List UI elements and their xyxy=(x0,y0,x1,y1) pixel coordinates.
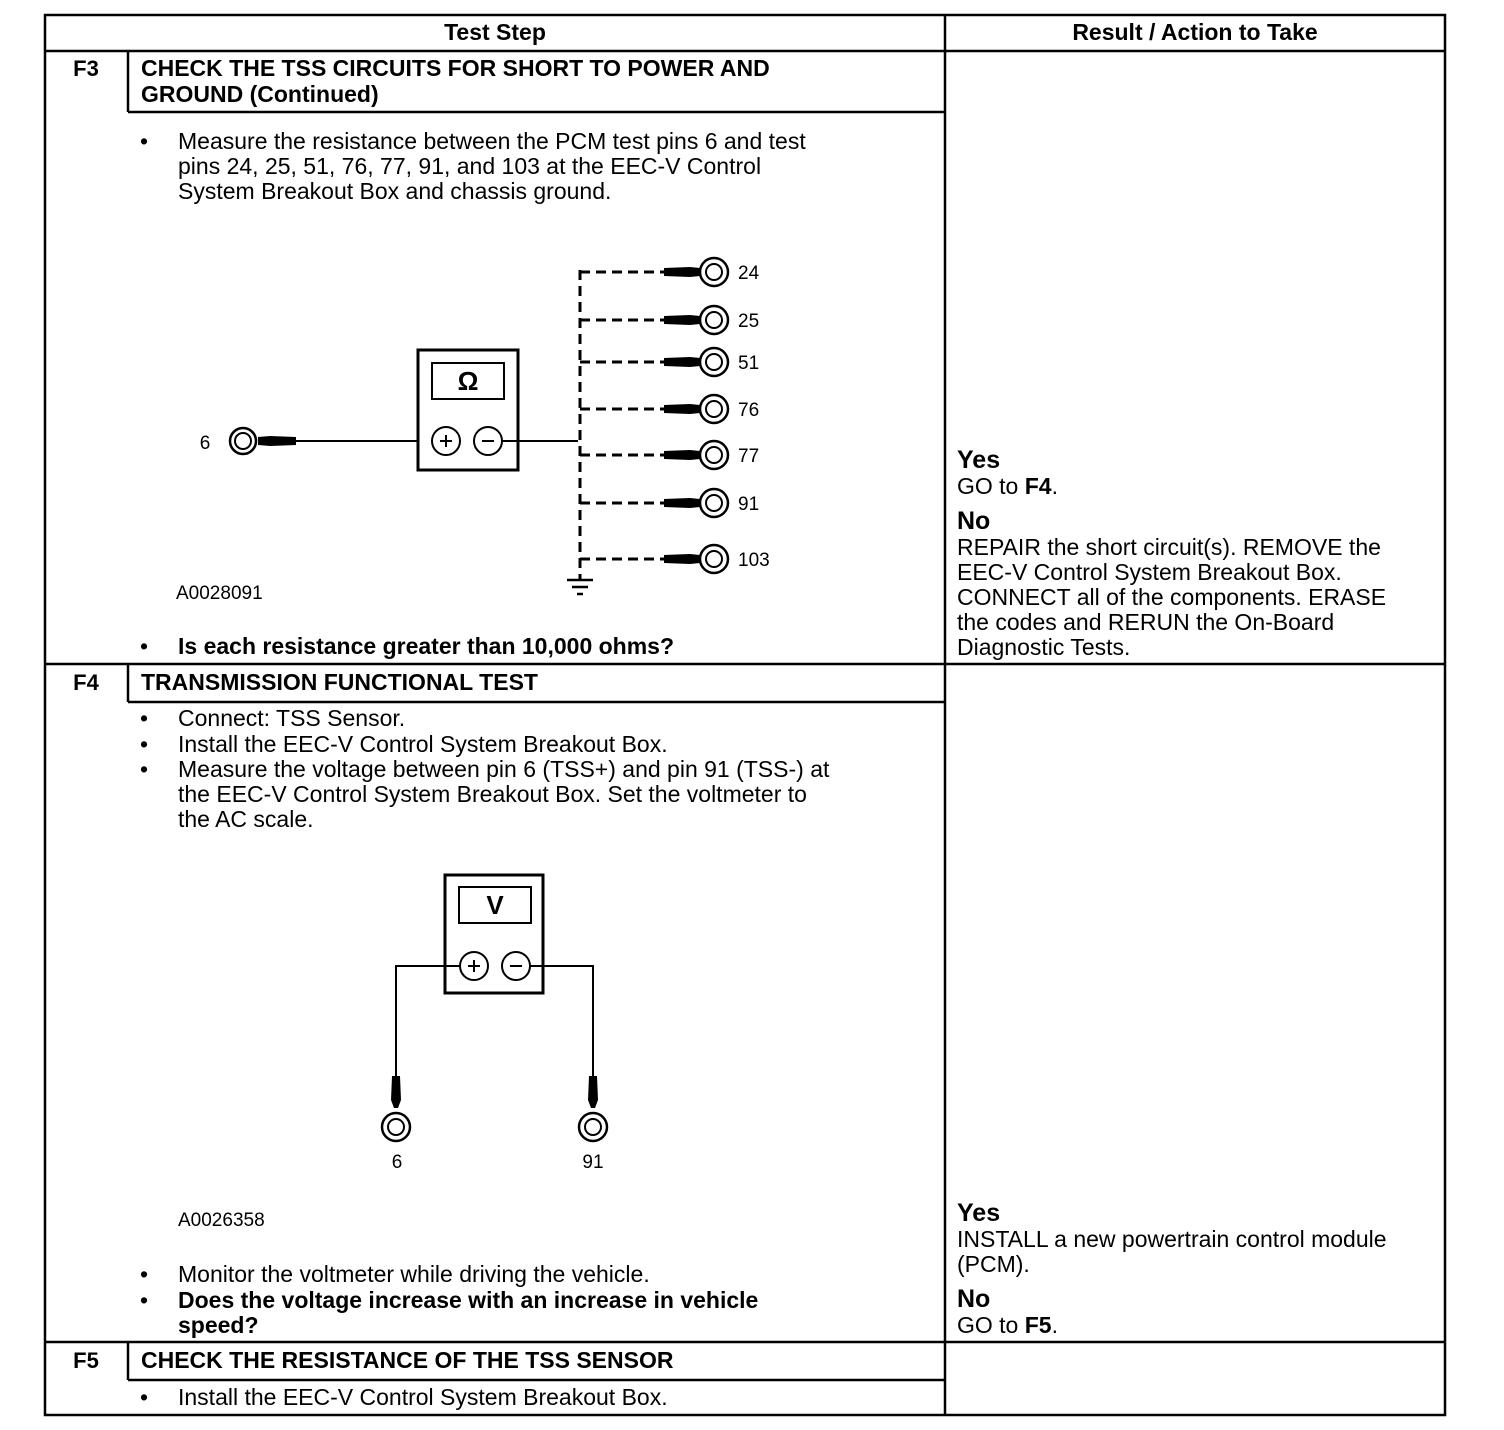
f3-yes-suffix: . xyxy=(1051,473,1058,499)
volt-symbol: V xyxy=(486,890,504,920)
f3-yes-prefix: GO to xyxy=(957,473,1025,499)
f3-no-line3: CONNECT all of the components. ERASE xyxy=(957,584,1387,610)
f5-bullet-1: • xyxy=(140,1384,149,1410)
f5-step-install: Install the EEC-V Control System Breakou… xyxy=(178,1384,668,1410)
f3-title-line1: CHECK THE TSS CIRCUITS FOR SHORT TO POWE… xyxy=(141,55,770,81)
f4-question-line1: Does the voltage increase with an increa… xyxy=(178,1287,759,1313)
f4-no-label: No xyxy=(957,1285,991,1313)
f3-no-label: No xyxy=(957,507,991,535)
pin-24-label: 24 xyxy=(738,263,760,284)
pin-91-label-f4: 91 xyxy=(582,1152,603,1173)
f3-bullet-1: • xyxy=(140,128,149,154)
f3-instruction-line2: pins 24, 25, 51, 76, 77, 91, and 103 at … xyxy=(178,153,762,179)
f4-no-prefix: GO to xyxy=(957,1312,1025,1338)
pin-24-connector: 24 xyxy=(580,256,760,288)
pin-77-label: 77 xyxy=(738,446,759,467)
step-id-f3: F3 xyxy=(73,56,99,81)
ground-icon xyxy=(567,578,593,596)
pin-6-label: 6 xyxy=(200,433,211,454)
f3-instruction-line3: System Breakout Box and chassis ground. xyxy=(178,178,612,204)
f4-bullet-2: • xyxy=(140,731,149,757)
pin-51-connector: 51 xyxy=(580,346,759,378)
pin-77-connector: 77 xyxy=(580,439,759,471)
f4-figure-id: A0026358 xyxy=(178,1210,265,1231)
f4-yes-line2: (PCM). xyxy=(957,1251,1030,1277)
f4-step-measure-line2: the EEC-V Control System Breakout Box. S… xyxy=(178,781,807,807)
f3-title-line2: GROUND (Continued) xyxy=(141,81,379,107)
pin-76-connector: 76 xyxy=(580,393,759,425)
pin-103-label: 103 xyxy=(738,550,770,571)
pin-25-label: 25 xyxy=(738,311,759,332)
pin-6-connector-f4 xyxy=(380,1111,412,1143)
f4-question-line2: speed? xyxy=(178,1312,259,1338)
pin-6-connector xyxy=(228,426,418,456)
f3-yes-action: GO to F4. xyxy=(957,474,1058,499)
f4-yes-line1: INSTALL a new powertrain control module xyxy=(957,1226,1387,1252)
f4-bullet-q: • xyxy=(140,1287,149,1313)
f4-bullet-3: • xyxy=(140,756,149,782)
pin-91-connector: 91 xyxy=(580,487,759,519)
f4-no-action: GO to F5. xyxy=(957,1313,1058,1338)
pin-51-label: 51 xyxy=(738,353,759,374)
header-result-action: Result / Action to Take xyxy=(1072,19,1318,45)
pin-91-label: 91 xyxy=(738,494,759,515)
step-id-f4: F4 xyxy=(73,670,99,695)
pin-25-connector: 25 xyxy=(580,304,759,336)
f4-step-measure-line1: Measure the voltage between pin 6 (TSS+)… xyxy=(178,756,830,782)
pin-6-label-f4: 6 xyxy=(392,1152,403,1173)
pin-76-label: 76 xyxy=(738,400,759,421)
f4-no-suffix: . xyxy=(1051,1312,1058,1338)
link-f4[interactable]: F4 xyxy=(1024,473,1052,499)
f4-bullet-4: • xyxy=(140,1261,149,1287)
f3-question: Is each resistance greater than 10,000 o… xyxy=(178,633,675,659)
f4-step-connect: Connect: TSS Sensor. xyxy=(178,705,406,731)
f3-no-line1: REPAIR the short circuit(s). REMOVE the xyxy=(957,534,1381,560)
pin-103-connector: 103 xyxy=(580,543,770,575)
f4-step-monitor: Monitor the voltmeter while driving the … xyxy=(178,1261,650,1287)
f5-title: CHECK THE RESISTANCE OF THE TSS SENSOR xyxy=(141,1347,674,1373)
f4-yes-label: Yes xyxy=(957,1199,1001,1227)
f3-no-line2: EEC-V Control System Breakout Box. xyxy=(957,559,1342,585)
pin-91-connector-f4 xyxy=(577,1111,609,1143)
f3-no-line4: the codes and RERUN the On-Board xyxy=(957,609,1335,635)
f4-bullet-1: • xyxy=(140,705,149,731)
f3-yes-label: Yes xyxy=(957,446,1001,474)
step-id-f5: F5 xyxy=(73,1348,99,1373)
f3-instruction-line1: Measure the resistance between the PCM t… xyxy=(178,128,806,154)
f4-step-install: Install the EEC-V Control System Breakou… xyxy=(178,731,668,757)
voltmeter-icon xyxy=(443,873,545,995)
f3-bullet-q: • xyxy=(140,633,149,659)
f3-no-line5: Diagnostic Tests. xyxy=(957,634,1131,660)
f4-title: TRANSMISSION FUNCTIONAL TEST xyxy=(141,669,538,695)
ohmmeter-icon xyxy=(416,348,520,472)
f4-step-measure-line3: the AC scale. xyxy=(178,806,314,832)
link-f5[interactable]: F5 xyxy=(1024,1312,1052,1338)
ohm-symbol: Ω xyxy=(458,366,479,396)
header-test-step: Test Step xyxy=(444,19,546,45)
f3-figure-id: A0028091 xyxy=(176,583,263,604)
